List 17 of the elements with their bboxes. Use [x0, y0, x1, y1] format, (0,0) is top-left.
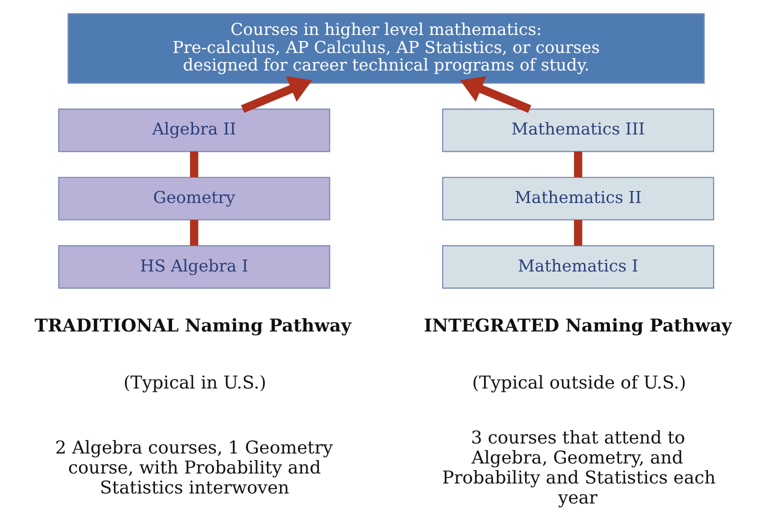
label: TRADITIONAL Naming Pathway: [34, 315, 352, 336]
label: (Typical in U.S.): [123, 372, 266, 393]
node-box: Mathematics II: [442, 176, 714, 220]
label: (Typical outside of U.S.): [472, 372, 686, 393]
label: 3 courses that attend to Algebra, Geometry, and Probability and Statistics each year: [442, 428, 716, 508]
node-box: Algebra II: [58, 108, 330, 152]
node-box: Mathematics I: [442, 244, 714, 288]
node-box: HS Algebra I: [58, 244, 330, 288]
connector: [574, 219, 582, 246]
label: 2 Algebra courses, 1 Geometry course, with Probability and Statistics interwoven: [55, 438, 333, 498]
node-box: Courses in higher level mathematics: Pre-calculus, AP Calculus, AP Statistics, or courses designed for career technical programs of study.: [68, 12, 705, 84]
connector: [190, 151, 198, 177]
connector: [574, 151, 582, 177]
node-box: Mathematics III: [442, 108, 714, 152]
node-box: Geometry: [58, 176, 330, 220]
connector: [190, 219, 198, 246]
label: INTEGRATED Naming Pathway: [424, 315, 732, 336]
